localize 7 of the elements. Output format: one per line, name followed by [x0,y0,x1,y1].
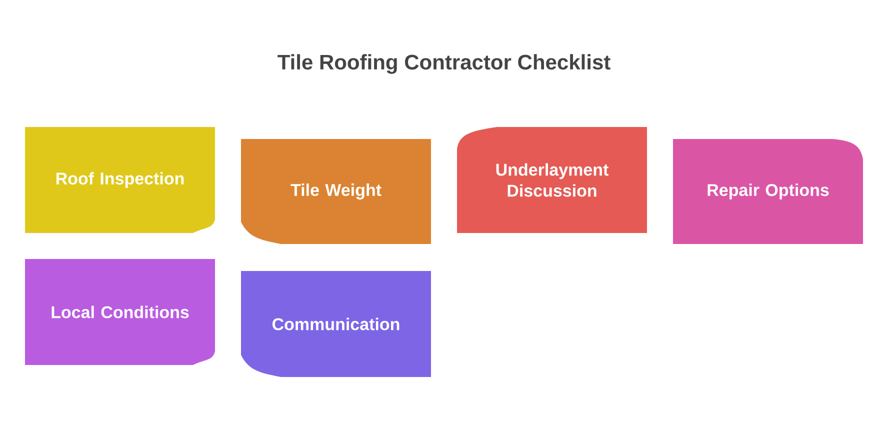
note-card: Communication [241,271,431,377]
note-card: Repair Options [673,139,863,244]
note-card: Local Conditions [25,259,215,365]
note-card: Tile Weight [241,139,431,244]
title: Tile Roofing Contractor Checklist [278,54,610,74]
note-card: Underlayment Discussion [457,127,647,233]
note-card: Roof Inspection [25,127,215,233]
